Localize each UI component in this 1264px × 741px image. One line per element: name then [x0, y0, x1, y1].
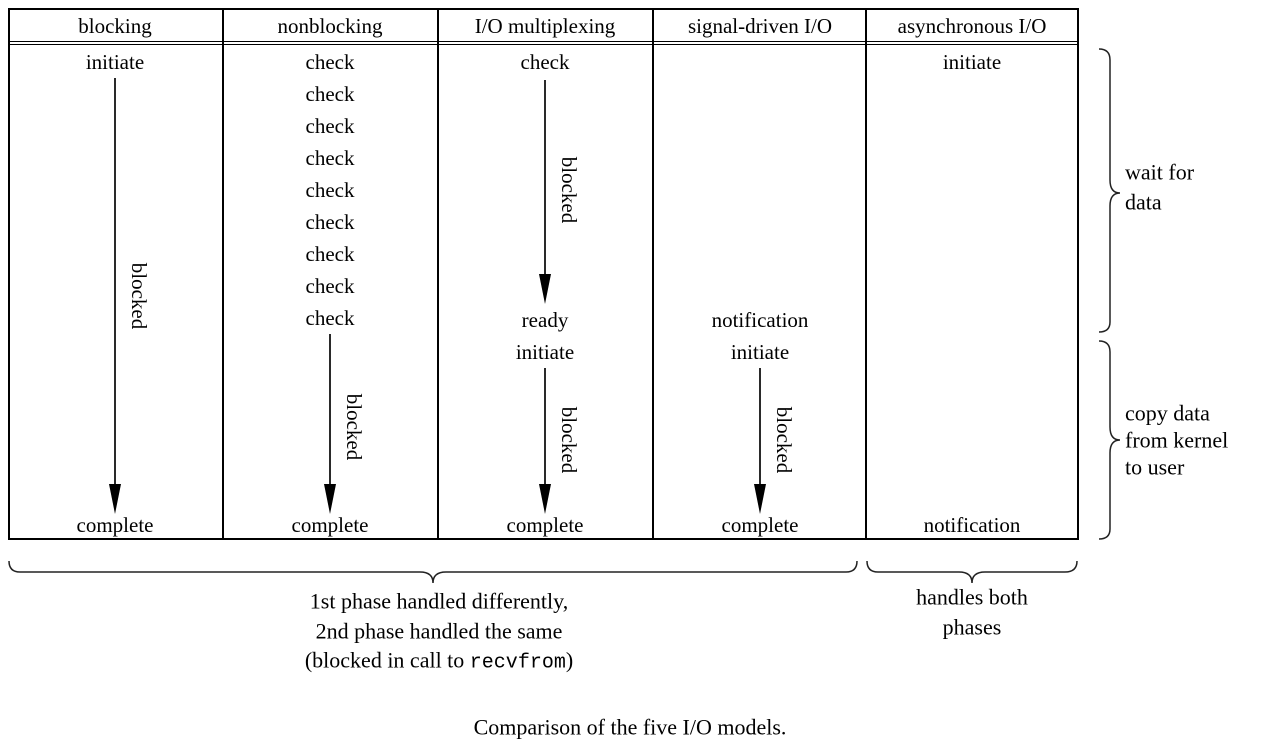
copy-data-label-line3: to user — [1125, 454, 1185, 480]
signal-driven-arrowhead-icon — [754, 484, 766, 514]
nonblocking-check: check — [305, 49, 355, 74]
multiplexing-ready: ready — [521, 307, 569, 332]
phase-note-line3-prefix: (blocked in call to — [304, 647, 470, 673]
wait-for-data-label-line1: wait for — [1125, 159, 1195, 185]
header-nonblocking: nonblocking — [277, 13, 383, 38]
phase-note-line3-suffix: ) — [565, 647, 574, 673]
column-divider-2 — [437, 8, 439, 540]
multiplexing-wait-arrow-shaft — [544, 80, 546, 274]
phase-note-line1: 1st phase handled differently, — [309, 588, 569, 614]
multiplexing-blocked-copy-label: blocked — [557, 406, 582, 474]
nonblocking-check: check — [305, 145, 355, 170]
phase-note-line3: (blocked in call to recvfrom) — [305, 648, 573, 675]
nonblocking-check: check — [305, 209, 355, 234]
blocking-arrowhead-icon — [109, 484, 121, 514]
header-signal-driven: signal-driven I/O — [687, 13, 833, 38]
signal-driven-initiate: initiate — [730, 339, 790, 364]
phase-note-line2: 2nd phase handled the same — [315, 618, 563, 644]
first-phase-brace-icon — [8, 560, 858, 584]
wait-for-data-label-line2: data — [1125, 189, 1162, 215]
column-divider-1 — [222, 8, 224, 540]
blocking-blocked-label: blocked — [127, 262, 152, 330]
wait-for-data-brace-icon — [1098, 48, 1121, 333]
header-blocking: blocking — [78, 13, 152, 38]
multiplexing-blocked-wait-label: blocked — [557, 156, 582, 224]
nonblocking-complete: complete — [291, 512, 369, 537]
multiplexing-copy-arrow-shaft — [544, 368, 546, 484]
figure-caption: Comparison of the five I/O models. — [473, 714, 787, 740]
signal-driven-arrow-shaft — [759, 368, 761, 484]
multiplexing-complete: complete — [506, 512, 584, 537]
copy-data-brace-icon — [1098, 340, 1121, 540]
nonblocking-check: check — [305, 305, 355, 330]
handles-both-phases-brace-icon — [866, 560, 1078, 584]
copy-data-label-line2: from kernel — [1125, 427, 1229, 453]
blocking-initiate: initiate — [85, 49, 145, 74]
nonblocking-check: check — [305, 273, 355, 298]
table-frame — [8, 8, 1079, 540]
asynchronous-initiate: initiate — [942, 49, 1002, 74]
handles-both-line1: handles both — [916, 584, 1028, 610]
multiplexing-copy-arrowhead-icon — [539, 484, 551, 514]
nonblocking-check: check — [305, 81, 355, 106]
column-divider-4 — [865, 8, 867, 540]
blocking-arrow-shaft — [114, 78, 116, 484]
copy-data-label-line1: copy data — [1125, 400, 1210, 426]
header-double-rule — [8, 41, 1079, 45]
column-divider-3 — [652, 8, 654, 540]
nonblocking-check: check — [305, 177, 355, 202]
multiplexing-check: check — [520, 49, 570, 74]
handles-both-line2: phases — [942, 614, 1002, 640]
blocking-complete: complete — [76, 512, 154, 537]
signal-driven-notification: notification — [711, 307, 809, 332]
recvfrom-code: recvfrom — [469, 651, 566, 675]
header-asynchronous: asynchronous I/O — [897, 13, 1047, 38]
nonblocking-blocked-label: blocked — [342, 393, 367, 461]
multiplexing-initiate: initiate — [515, 339, 575, 364]
nonblocking-check: check — [305, 113, 355, 138]
nonblocking-arrowhead-icon — [324, 484, 336, 514]
asynchronous-notification: notification — [923, 512, 1021, 537]
nonblocking-check: check — [305, 241, 355, 266]
header-io-multiplexing: I/O multiplexing — [474, 13, 616, 38]
signal-driven-blocked-label: blocked — [772, 406, 797, 474]
multiplexing-wait-arrowhead-icon — [539, 274, 551, 304]
nonblocking-arrow-shaft — [329, 334, 331, 484]
signal-driven-complete: complete — [721, 512, 799, 537]
